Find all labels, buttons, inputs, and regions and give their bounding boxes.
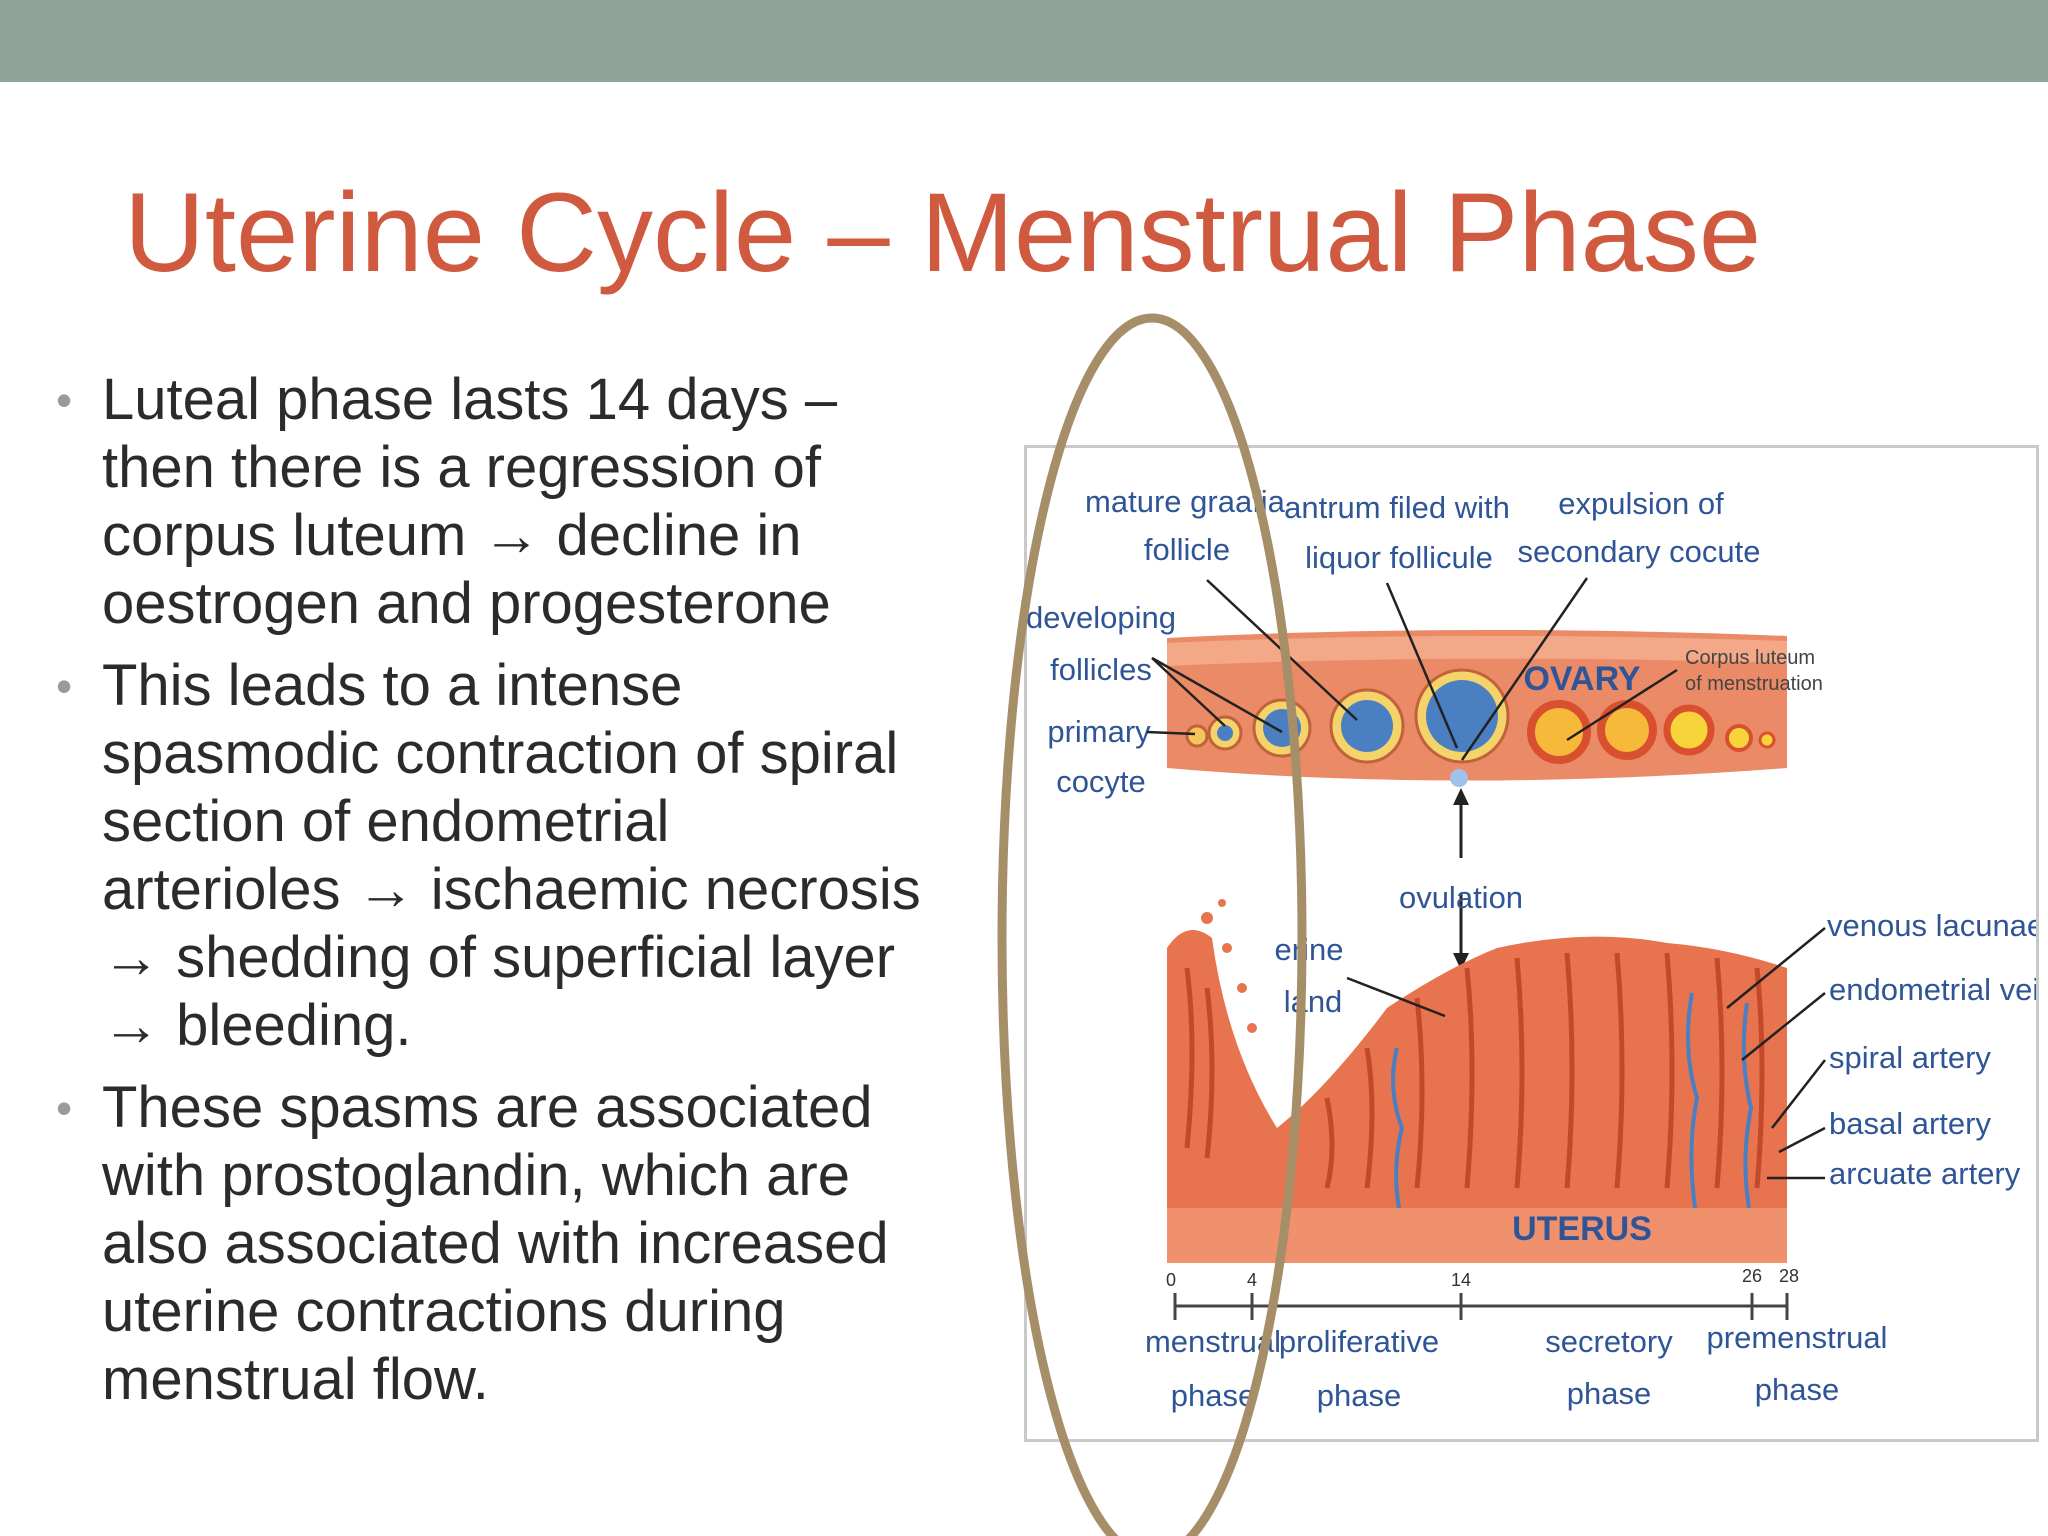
label-developing-follicles: follicles (1050, 652, 1152, 687)
bullet-text: These spasms are associated with prostog… (102, 1075, 889, 1412)
uterus-myometrium (1167, 930, 1787, 1263)
label-corpus-luteum: Corpus luteum (1685, 647, 1815, 669)
timeline-tick-label: 14 (1451, 1270, 1471, 1290)
bullet-list: • Luteal phase lasts 14 days – then ther… (56, 366, 1006, 1428)
timeline-phase-label: phase (1317, 1378, 1401, 1413)
label-uterine-gland: land (1284, 984, 1343, 1019)
uterine-cycle-diagram: mature graafia follicle antrum filed wit… (1024, 445, 2039, 1442)
bullet-text: This leads to a intense spasmodic contra… (102, 653, 921, 1058)
corpus-luteum (1663, 704, 1715, 756)
label-corpus-luteum: of menstruation (1685, 673, 1823, 695)
timeline-phase-label: premenstrual (1707, 1320, 1888, 1355)
developing-follicle (1263, 709, 1301, 747)
bullet-dot-icon: • (56, 374, 73, 426)
uterus-basal-layer (1167, 1208, 1787, 1263)
bullet-item: • Luteal phase lasts 14 days – then ther… (56, 366, 1006, 638)
top-band (0, 0, 2048, 82)
mature-follicle (1341, 700, 1393, 752)
label-primary-oocyte: cocyte (1056, 764, 1146, 799)
bullet-item: • These spasms are associated with prost… (56, 1074, 1006, 1414)
corpus-luteum (1527, 700, 1591, 764)
timeline-phase-label: phase (1171, 1378, 1255, 1413)
ovulation-arrow-head-up (1453, 788, 1469, 805)
label-expulsion: secondary cocute (1518, 534, 1761, 569)
label-mature-graafian: follicle (1144, 532, 1230, 567)
diagram-canvas: mature graafia follicle antrum filed wit… (1027, 484, 2036, 1413)
label-basal-artery: basal artery (1829, 1106, 1991, 1141)
timeline-phase-label: secretory (1545, 1324, 1673, 1359)
label-spiral-artery: spiral artery (1829, 1040, 1991, 1075)
label-uterus: UTERUS (1512, 1210, 1652, 1248)
bullet-text: Luteal phase lasts 14 days – then there … (102, 367, 838, 636)
corpus-luteum (1758, 731, 1776, 749)
ovary-tissue-highlight (1167, 635, 1787, 666)
corpus-luteum (1725, 724, 1753, 752)
developing-follicle (1217, 725, 1233, 741)
label-uterine-gland: erine (1275, 932, 1344, 967)
timeline-phase-label: phase (1755, 1372, 1839, 1407)
expelled-oocyte (1450, 769, 1468, 787)
primary-follicle (1185, 724, 1209, 748)
bullet-dot-icon: • (56, 660, 73, 712)
label-primary-oocyte: primary (1047, 714, 1151, 749)
uterus-pointer-lines (1726, 927, 1826, 1180)
timeline-tick-label: 4 (1247, 1270, 1257, 1290)
slide-title: Uterine Cycle – Menstrual Phase (124, 170, 1762, 295)
spiral-arteries (1391, 992, 1754, 1209)
timeline-tick-label: 0 (1166, 1270, 1176, 1290)
label-antrum: antrum filed with (1284, 490, 1510, 525)
ovulating-follicle (1426, 680, 1498, 752)
label-arcuate-artery: arcuate artery (1829, 1156, 2021, 1191)
timeline-tick-label: 28 (1779, 1266, 1799, 1286)
timeline-tick-label: 26 (1742, 1266, 1762, 1286)
label-antrum: liquor follicule (1305, 540, 1493, 575)
ovulation-arrow-head-down (1453, 953, 1469, 970)
timeline-phase-label: phase (1567, 1376, 1651, 1411)
timeline-phase-label: proliferative (1279, 1324, 1439, 1359)
label-ovary: OVARY (1523, 660, 1640, 698)
label-expulsion: expulsion of (1558, 486, 1724, 521)
label-venous-lacunae: venous lacunae (1827, 908, 2036, 943)
label-mature-graafian: mature graafia (1085, 484, 1286, 519)
bullet-dot-icon: • (56, 1082, 73, 1134)
label-developing-follicles: developing (1027, 600, 1176, 635)
bullet-item: • This leads to a intense spasmodic cont… (56, 652, 1006, 1060)
label-endometrial-vein: endometrial vein (1829, 972, 2036, 1007)
timeline-phase-label: menstrual (1145, 1324, 1281, 1359)
label-ovulation: ovulation (1399, 880, 1523, 915)
uterine-gland-pointer (1346, 976, 1446, 1018)
corpus-luteum (1597, 700, 1657, 760)
